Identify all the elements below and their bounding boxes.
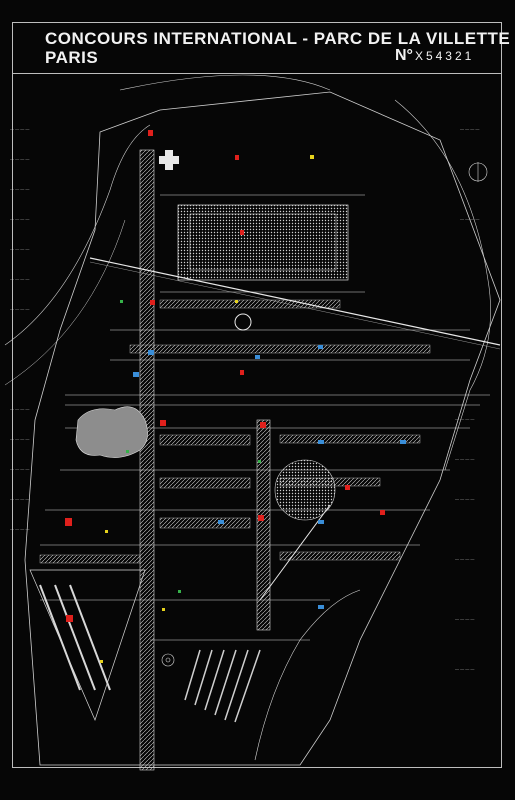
svg-text:— — — —: — — — — xyxy=(10,126,29,131)
triangle-garden xyxy=(29,569,146,721)
svg-text:— — — —: — — — — xyxy=(10,156,29,161)
grande-halle-inner xyxy=(189,213,337,271)
road-curve-north xyxy=(119,74,331,91)
svg-text:— — — —: — — — — xyxy=(10,306,29,311)
north-south-gallery-2 xyxy=(256,419,271,631)
title-line-2: PARIS xyxy=(45,48,99,67)
svg-text:— — — —: — — — — xyxy=(460,216,479,221)
svg-text:— — — —: — — — — xyxy=(10,216,29,221)
grande-halle xyxy=(177,204,349,281)
svg-text:— — — —: — — — — xyxy=(455,556,474,561)
title-block: CONCOURS INTERNATIONAL - PARC DE LA VILL… xyxy=(13,23,510,74)
svg-text:— — — —: — — — — xyxy=(455,616,474,621)
site-boundary xyxy=(24,91,501,766)
canal-west-edge-2 xyxy=(4,219,126,386)
svg-text:— — — —: — — — — xyxy=(460,126,479,131)
geode xyxy=(234,313,252,331)
diagonal-promenade xyxy=(89,257,501,346)
canal-west-edge xyxy=(4,124,151,346)
svg-text:— — — —: — — — — xyxy=(10,406,29,411)
svg-text:— — — —: — — — — xyxy=(10,466,29,471)
north-south-gallery xyxy=(139,149,155,771)
poster-frame: CONCOURS INTERNATIONAL - PARC DE LA VILL… xyxy=(12,22,510,768)
entry-number-value: X54321 xyxy=(414,49,475,63)
svg-text:— — — —: — — — — xyxy=(10,436,29,441)
svg-text:— — — —: — — — — xyxy=(10,246,29,251)
canal-curve-east xyxy=(394,99,491,471)
svg-text:— — — —: — — — — xyxy=(10,276,29,281)
svg-text:— — — —: — — — — xyxy=(10,496,29,501)
title-line-1: CONCOURS INTERNATIONAL - PARC DE LA VILL… xyxy=(45,29,511,48)
dotted-sphere xyxy=(274,459,336,521)
svg-text:— — — —: — — — — xyxy=(455,456,474,461)
svg-text:— — — —: — — — — xyxy=(455,496,474,501)
svg-text:— — — —: — — — — xyxy=(10,186,29,191)
svg-text:— — — —: — — — — xyxy=(10,526,29,531)
entry-number: N°X54321 xyxy=(395,47,474,65)
svg-text:— — — —: — — — — xyxy=(455,666,474,671)
cross-shape xyxy=(159,150,179,170)
garden-blob xyxy=(75,406,148,458)
entry-number-prefix: N° xyxy=(395,47,413,64)
svg-text:— — — —: — — — — xyxy=(455,416,474,421)
